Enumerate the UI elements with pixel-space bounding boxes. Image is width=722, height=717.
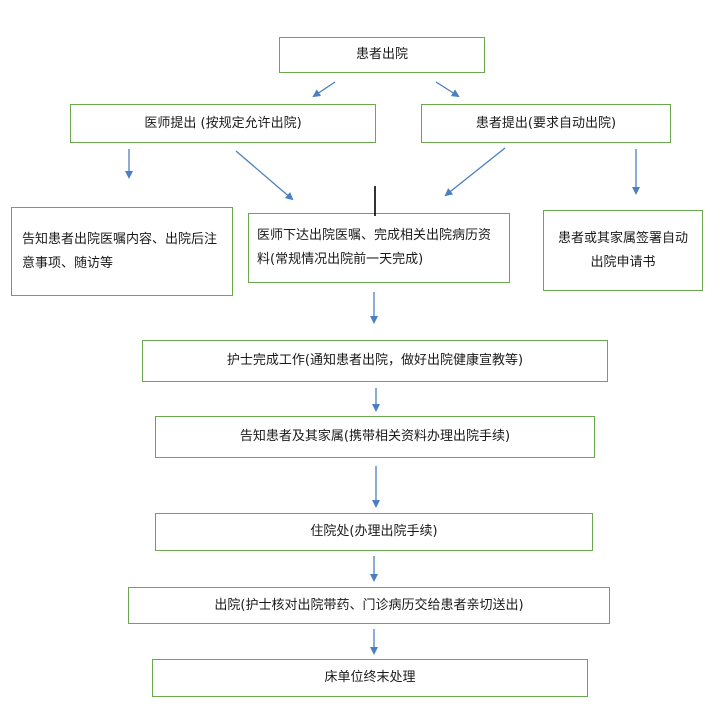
node-discharge: 患者出院 [279, 37, 485, 73]
node-bed-terminal: 床单位终末处理 [152, 659, 588, 697]
node-nurse-work: 护士完成工作(通知患者出院，做好出院健康宣教等) [142, 340, 608, 382]
arrow-doctor-to-orders [235, 150, 294, 201]
node-patient-requests: 患者提出(要求自动出院) [421, 104, 671, 143]
arrow-discharge-to-doctor [312, 81, 336, 98]
arrow-discharge-to-patient [435, 81, 460, 98]
node-doctor-orders: 医师下达出院医嘱、完成相关出院病历资料(常规情况出院前一天完成) [248, 213, 510, 283]
node-admission-office: 住院处(办理出院手续) [155, 513, 593, 551]
node-discharge-check: 出院(护士核对出院带药、门诊病历交给患者亲切送出) [128, 587, 610, 624]
node-doctor-proposes: 医师提出 (按规定允许出院) [70, 104, 376, 143]
arrow-patient-to-orders [444, 147, 506, 197]
node-inform-family: 告知患者及其家属(携带相关资料办理出院手续) [155, 416, 595, 458]
node-sign-application: 患者或其家属签署自动出院申请书 [543, 210, 703, 291]
node-inform-advice: 告知患者出院医嘱内容、出院后注意事项、随访等 [11, 207, 233, 296]
